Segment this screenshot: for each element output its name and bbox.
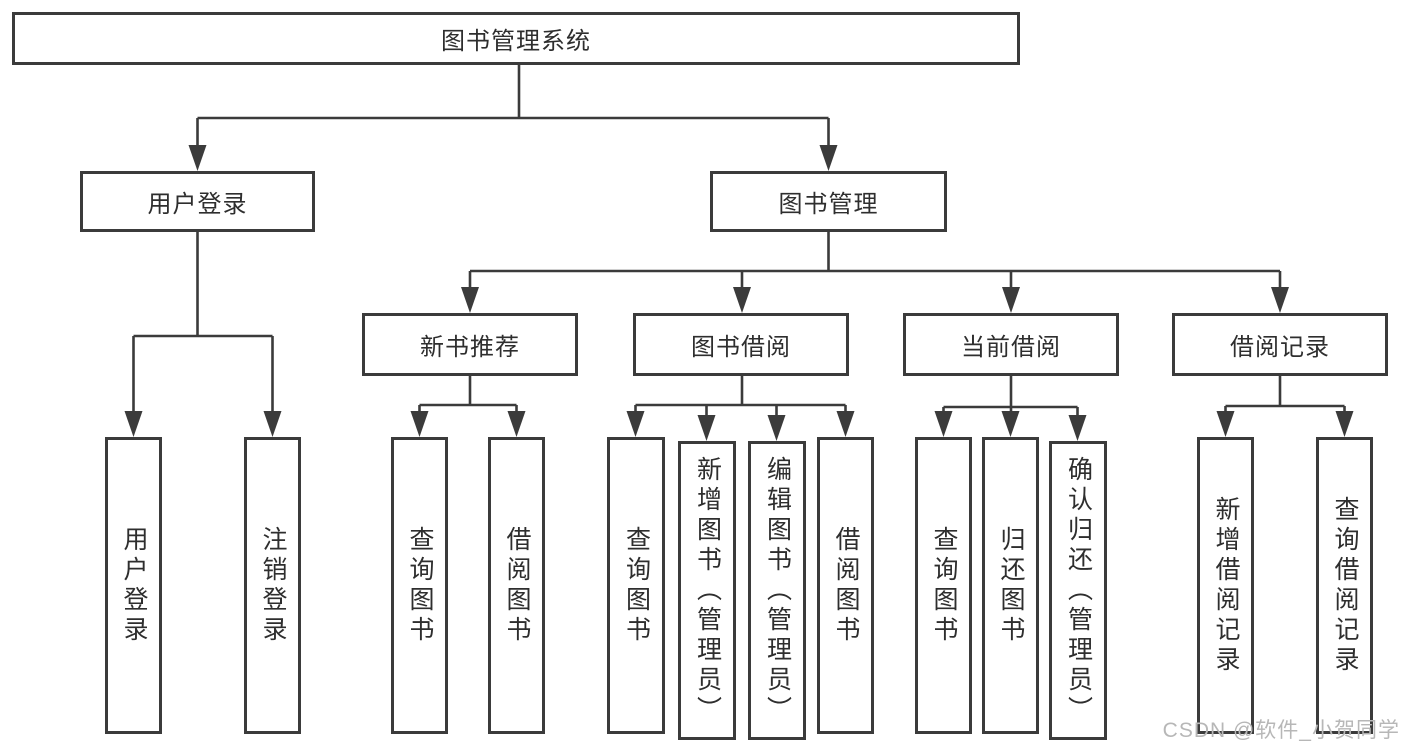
leaf-query-borrow-record-label: 查询借阅记录 xyxy=(1331,495,1359,676)
node-current-borrowing: 当前借阅 xyxy=(903,313,1119,376)
leaf-query-books-current-label: 查询图书 xyxy=(930,525,958,646)
leaf-user-login-label: 用户登录 xyxy=(120,525,148,646)
leaf-return-books: 归还图书 xyxy=(982,437,1039,734)
node-book-management: 图书管理 xyxy=(710,171,947,232)
node-book-borrowing-label: 图书借阅 xyxy=(691,334,791,361)
node-root-system: 图书管理系统 xyxy=(12,12,1020,65)
leaf-query-books-current: 查询图书 xyxy=(915,437,972,734)
leaf-borrow-books-borrowing: 借阅图书 xyxy=(817,437,874,734)
leaf-confirm-return-admin-label: 确认归还（管理员） xyxy=(1064,455,1093,726)
leaf-borrow-books-recommend-label: 借阅图书 xyxy=(503,525,531,646)
leaf-query-borrow-record: 查询借阅记录 xyxy=(1316,437,1373,734)
leaf-edit-books-admin: 编辑图书（管理员） xyxy=(748,441,806,740)
leaf-query-books-recommend-label: 查询图书 xyxy=(406,525,434,646)
csdn-watermark: CSDN @软件_小贺同学 xyxy=(1162,719,1400,742)
leaf-logout: 注销登录 xyxy=(244,437,301,734)
leaf-add-borrow-record-label: 新增借阅记录 xyxy=(1212,495,1240,676)
node-user-login-label: 用户登录 xyxy=(147,191,248,218)
arrowheads xyxy=(124,145,1354,441)
leaf-query-books-recommend: 查询图书 xyxy=(391,437,448,734)
leaf-query-books-borrowing: 查询图书 xyxy=(607,437,665,734)
leaf-add-books-admin: 新增图书（管理员） xyxy=(678,441,736,740)
leaf-return-books-label: 归还图书 xyxy=(997,525,1025,646)
leaf-edit-books-admin-label: 编辑图书（管理员） xyxy=(763,455,792,726)
node-new-book-recommend: 新书推荐 xyxy=(362,313,578,376)
node-borrowing-records-label: 借阅记录 xyxy=(1230,334,1330,361)
leaf-add-borrow-record: 新增借阅记录 xyxy=(1197,437,1254,734)
node-borrowing-records: 借阅记录 xyxy=(1172,313,1388,376)
node-current-borrowing-label: 当前借阅 xyxy=(961,334,1061,361)
node-new-book-recommend-label: 新书推荐 xyxy=(420,334,520,361)
leaf-confirm-return-admin: 确认归还（管理员） xyxy=(1049,441,1107,740)
leaf-borrow-books-borrowing-label: 借阅图书 xyxy=(832,525,860,646)
leaf-borrow-books-recommend: 借阅图书 xyxy=(488,437,545,734)
leaf-query-books-borrowing-label: 查询图书 xyxy=(622,525,651,646)
leaf-logout-label: 注销登录 xyxy=(259,525,287,646)
leaf-user-login: 用户登录 xyxy=(105,437,162,734)
node-book-borrowing: 图书借阅 xyxy=(633,313,849,376)
node-user-login: 用户登录 xyxy=(80,171,315,232)
node-book-management-label: 图书管理 xyxy=(778,191,879,218)
leaf-add-books-admin-label: 新增图书（管理员） xyxy=(693,455,722,726)
tree-edges xyxy=(132,65,1346,419)
node-root-label: 图书管理系统 xyxy=(441,28,591,55)
